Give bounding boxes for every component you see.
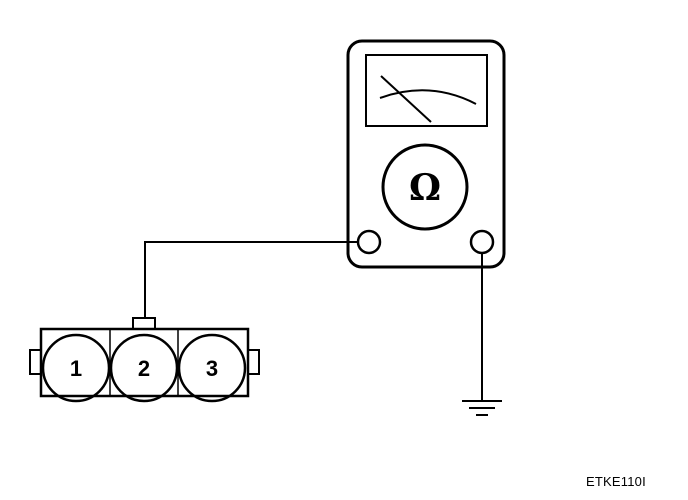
- three-pin-connector: 1 2 3: [29, 317, 260, 403]
- connector-tab-top: [132, 317, 156, 330]
- multimeter: Ω: [346, 39, 506, 269]
- connector-pin-3[interactable]: [177, 333, 247, 403]
- connector-pin-2[interactable]: [109, 333, 179, 403]
- test-lead-positive: [144, 241, 358, 318]
- meter-jack-left[interactable]: [356, 229, 382, 255]
- connector-lock-right: [247, 349, 260, 375]
- figure-code: ETKE110I: [586, 474, 646, 489]
- meter-needle: [380, 75, 432, 123]
- pin-label-3: 3: [206, 356, 218, 381]
- connector-lock-left: [29, 349, 42, 375]
- meter-dial[interactable]: [381, 143, 469, 231]
- pin-label-1: 1: [70, 356, 82, 381]
- connector-pin-1[interactable]: [41, 333, 111, 403]
- ohm-symbol-icon: Ω: [409, 167, 441, 209]
- pin-label-2: 2: [138, 356, 150, 381]
- meter-body: [346, 39, 506, 269]
- meter-scale-arc: [379, 89, 477, 105]
- meter-display: [365, 54, 488, 127]
- ground-symbol-icon: [462, 400, 502, 416]
- meter-jack-right[interactable]: [469, 229, 495, 255]
- connector-housing: [39, 327, 250, 398]
